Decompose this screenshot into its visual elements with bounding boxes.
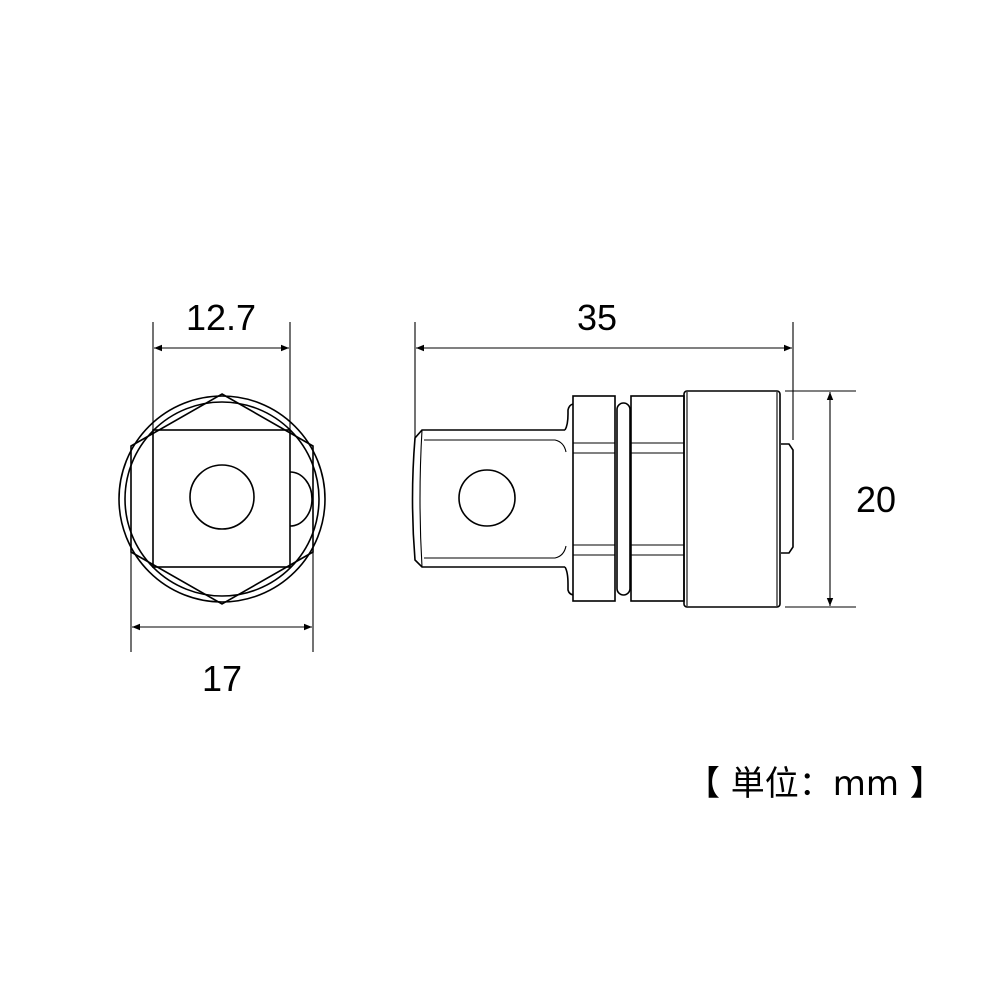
dimension-17: 17: [130, 552, 314, 699]
collar-1: [572, 395, 616, 602]
side-hole: [458, 469, 516, 527]
detent-ball: [289, 471, 313, 527]
hex-outline: [130, 393, 314, 605]
outer-circle: [118, 395, 326, 603]
unit-label: 【 単位：mm 】: [686, 764, 944, 804]
o-ring: [616, 402, 631, 596]
center-hole: [189, 464, 255, 530]
front-view: [118, 393, 326, 605]
dimension-label-12-7: 12.7: [186, 297, 256, 338]
dimension-12-7: 12.7: [152, 297, 291, 430]
socket-body: [683, 390, 781, 608]
collar-2: [630, 395, 685, 602]
dimension-35: 35: [414, 297, 794, 440]
dimension-20: 20: [785, 390, 896, 608]
dimension-label-20: 20: [856, 479, 896, 520]
square-drive-side: [411, 429, 565, 568]
dimension-label-35: 35: [577, 297, 617, 338]
dimension-label-17: 17: [202, 658, 242, 699]
rear-pin: [781, 443, 794, 554]
square-drive: [152, 429, 291, 568]
inner-circle: [124, 401, 320, 597]
side-view: [411, 390, 794, 608]
